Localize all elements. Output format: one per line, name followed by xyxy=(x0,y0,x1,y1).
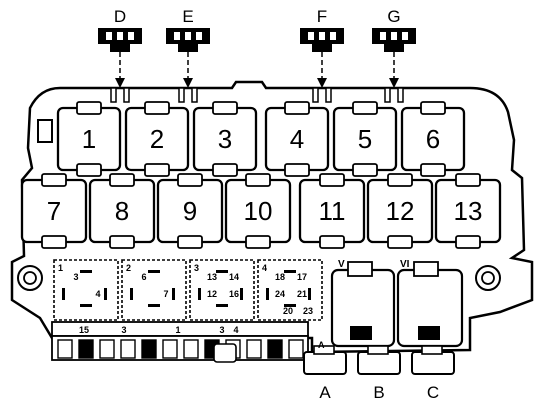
socket-marker-a: A xyxy=(318,340,325,350)
section-label-v: V xyxy=(338,259,345,270)
side-clip xyxy=(37,119,53,143)
terminal-pin-label: 13 xyxy=(207,272,217,282)
relay-slot-13: 13 xyxy=(434,173,502,249)
terminal-block-label: 3 xyxy=(194,263,199,273)
strip-label: 15 xyxy=(79,325,89,335)
relay-slot-number: 8 xyxy=(115,196,129,226)
terminal-pin-label: 4 xyxy=(95,289,100,299)
terminal-pin-label: 3 xyxy=(73,272,78,282)
relay-slot-2: 2 xyxy=(124,101,190,177)
connector-g: G xyxy=(372,7,416,103)
connector-d: D xyxy=(98,7,142,103)
relay-slot-number: 13 xyxy=(454,196,483,226)
terminal-pin-label: 21 xyxy=(297,289,307,299)
terminal-pin-label: 16 xyxy=(229,289,239,299)
terminal-block-label: 4 xyxy=(262,263,267,273)
relay-slot-4: 4 xyxy=(264,101,330,177)
connector-label: G xyxy=(387,7,400,26)
relay-slot-6: 6 xyxy=(400,101,466,177)
terminal-block-1: 13 4 xyxy=(53,259,119,321)
relay-row-lower: 7 8 9 10 11 12 13 xyxy=(20,173,502,249)
top-connectors: D E F G xyxy=(98,7,416,103)
socket-vi: VI xyxy=(396,259,464,348)
connector-c: C xyxy=(411,345,455,402)
terminal-pin-label: 7 xyxy=(163,289,168,299)
relay-slot-number: 10 xyxy=(244,196,273,226)
strip-label: 1 xyxy=(175,325,180,335)
terminal-pin-label: 12 xyxy=(207,289,217,299)
terminal-pin-label: 23 xyxy=(303,306,313,316)
terminal-block-2: 26 7 xyxy=(121,259,187,321)
terminal-pin-label: 17 xyxy=(297,272,307,282)
terminal-pin-label: 14 xyxy=(229,272,239,282)
relay-slot-11: 11 xyxy=(298,173,366,249)
relay-slot-1: 1 xyxy=(56,101,122,177)
relay-slot-number: 7 xyxy=(47,196,61,226)
terminal-block-label: 1 xyxy=(58,263,63,273)
relay-slot-number: 3 xyxy=(218,124,232,154)
terminal-pin-label: 20 xyxy=(283,306,293,316)
relay-slot-7: 7 xyxy=(20,173,88,249)
relay-slot-number: 4 xyxy=(290,124,304,154)
bolt-left xyxy=(17,265,43,291)
connector-b: B xyxy=(357,345,401,402)
bolt-right xyxy=(475,265,501,291)
connector-label: C xyxy=(427,383,439,402)
relay-slot-number: 1 xyxy=(82,124,96,154)
relay-slot-number: 11 xyxy=(319,196,346,226)
relay-slot-number: 2 xyxy=(150,124,164,154)
terminal-pin-label: 18 xyxy=(275,272,285,282)
bottom-connectors: A B C A xyxy=(303,340,455,402)
relay-slot-5: 5 xyxy=(332,101,398,177)
strip-label: 3 xyxy=(121,325,126,335)
relay-slot-number: 12 xyxy=(386,196,415,226)
terminal-block-3: 3 13 16 12 14 xyxy=(189,259,255,321)
terminal-pin-label: 24 xyxy=(275,289,285,299)
strip-label: 3 xyxy=(219,325,224,335)
relay-slot-9: 9 xyxy=(156,173,224,249)
relay-slot-3: 3 xyxy=(192,101,258,177)
connector-label: A xyxy=(319,383,331,402)
relay-slot-8: 8 xyxy=(88,173,156,249)
relay-slot-number: 5 xyxy=(358,124,372,154)
connector-label: D xyxy=(114,7,126,26)
relay-slot-number: 6 xyxy=(426,124,440,154)
relay-slot-10: 10 xyxy=(224,173,292,249)
terminal-pin-label: 6 xyxy=(141,272,146,282)
connector-f: F xyxy=(300,7,344,103)
connector-label: B xyxy=(373,383,384,402)
relay-slot-12: 12 xyxy=(366,173,434,249)
strip-label: 4 xyxy=(233,325,238,335)
connector-a: A xyxy=(303,345,347,402)
section-label-vi: VI xyxy=(400,259,410,270)
connector-label: F xyxy=(317,7,327,26)
terminal-block-label: 2 xyxy=(126,263,131,273)
connector-e: E xyxy=(166,7,210,103)
terminal-block-4: 4 18 21 24 17 20 23 xyxy=(257,259,323,321)
relay-row-upper: 1 2 3 4 5 6 xyxy=(56,101,466,177)
relay-slot-number: 9 xyxy=(183,196,197,226)
socket-v: V xyxy=(330,259,396,348)
connector-label: E xyxy=(182,7,193,26)
